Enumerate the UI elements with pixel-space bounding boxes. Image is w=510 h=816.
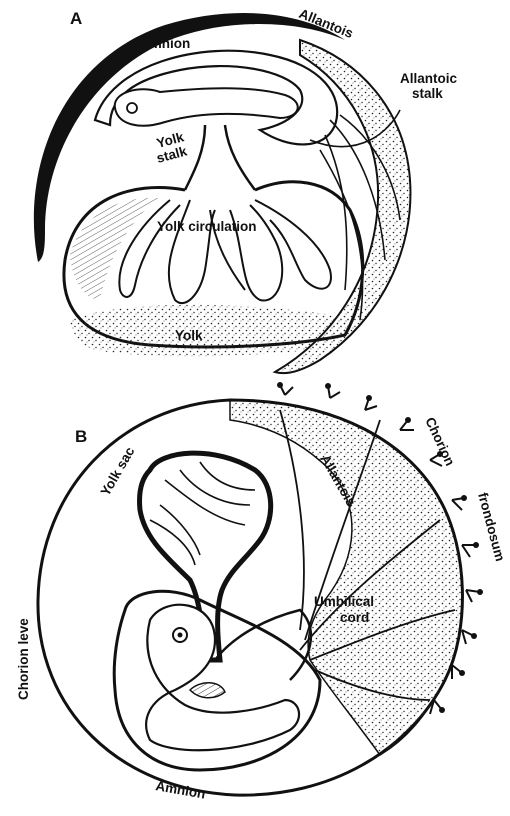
panel-b-eye-pupil	[178, 633, 183, 638]
panel-a-yolk-stalk	[185, 125, 255, 190]
panel-a-letter: A	[70, 9, 82, 28]
label-amnion-a: Amnion	[140, 36, 190, 51]
label-frondosum: frondosum	[475, 491, 508, 563]
panel-b-chorion-frondosum	[230, 400, 462, 755]
panel-b: B Yolk sac Allantois Chorion frondosum U…	[16, 382, 508, 802]
panel-b-embryo-limb	[190, 683, 225, 698]
panel-b-umbilical-cord	[215, 610, 311, 680]
label-allantoic-stalk-1: Allantoic	[400, 71, 457, 86]
panel-a-embryo	[115, 88, 298, 125]
label-yolk: Yolk	[175, 328, 203, 343]
panel-a-yolk-hatch	[70, 198, 160, 300]
panel-b-embryo	[146, 605, 299, 751]
label-umbilical-cord-1: Umbilical	[314, 594, 374, 609]
label-yolk-circulation: Yolk circulation	[157, 219, 257, 234]
panel-b-letter: B	[75, 427, 87, 446]
panel-a-yolk-circulation	[119, 200, 331, 303]
panel-a: A Amnion Allantois Allantoic stalk Yolk …	[34, 6, 458, 373]
label-chorion: Chorion	[422, 415, 457, 468]
label-umbilical-cord-2: cord	[340, 610, 369, 625]
panel-a-yolk-mass	[70, 305, 355, 357]
label-allantoic-stalk-2: stalk	[412, 86, 443, 101]
label-chorion-leve: Chorion leve	[16, 618, 31, 700]
label-amnion-b: Amnion	[154, 778, 206, 801]
